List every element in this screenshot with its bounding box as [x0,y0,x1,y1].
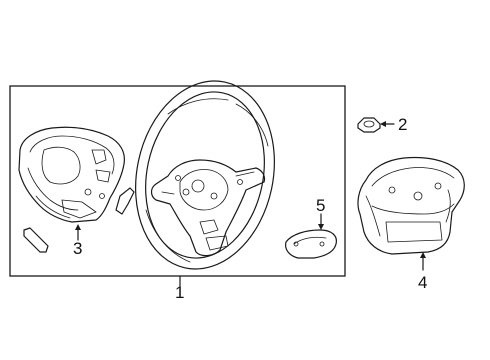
part-5-switch-bezel [285,229,337,259]
part-3-trim-strip [23,227,49,253]
leader-lines [75,121,426,287]
callout-1: 1 [175,283,184,302]
part-4-front-cover [357,156,465,255]
callout-4: 4 [418,273,427,292]
assembly-frame [9,85,346,277]
callout-5: 5 [316,196,325,215]
callout-2: 2 [398,115,407,134]
part-2-nut [357,117,381,133]
part-1-steering-wheel [135,80,275,270]
callout-3: 3 [73,239,82,258]
part-3-clip [115,187,135,215]
part-3-rear-cover [18,126,125,223]
